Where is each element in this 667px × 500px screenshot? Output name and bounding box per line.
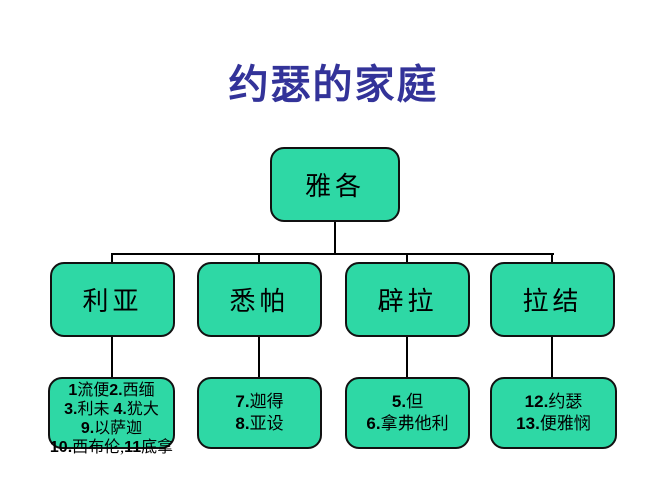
node-jacob-label: 雅各	[304, 172, 365, 201]
node-bilhah-label: 辟拉	[377, 287, 438, 316]
children-line: 8.亚设	[235, 414, 284, 433]
node-bilhah: 辟拉	[345, 262, 470, 337]
children-line: 3.利未 4.犹大	[64, 401, 159, 418]
connector-root-vertical	[334, 222, 336, 254]
connector-rachel-children	[551, 337, 553, 377]
node-zilpah-children: 7.迦得 8.亚设	[197, 377, 322, 449]
node-rachel-label: 拉结	[522, 287, 583, 316]
connector-stub-bilhah	[406, 253, 408, 263]
node-zilpah: 悉帕	[197, 262, 322, 337]
connector-stub-rachel	[551, 253, 553, 263]
children-line: 13.便雅悯	[516, 414, 591, 433]
connector-zilpah-children	[258, 337, 260, 377]
node-zilpah-label: 悉帕	[229, 287, 290, 316]
children-line: 10.西布伦,11底拿	[49, 439, 174, 456]
connector-horizontal-bar	[111, 253, 554, 255]
children-line: 5.但	[391, 392, 424, 411]
children-line: 1流便2.西缅	[68, 382, 155, 399]
connector-bilhah-children	[406, 337, 408, 377]
children-line: 6.拿弗他利	[366, 414, 449, 433]
children-line: 9.以萨迦	[80, 420, 143, 437]
connector-stub-zilpah	[258, 253, 260, 263]
children-line: 12.约瑟	[524, 392, 583, 411]
node-jacob: 雅各	[270, 147, 400, 222]
node-rachel-children: 12.约瑟 13.便雅悯	[490, 377, 617, 449]
node-rachel: 拉结	[490, 262, 615, 337]
node-bilhah-children: 5.但 6.拿弗他利	[345, 377, 470, 449]
node-leah: 利亚	[50, 262, 175, 337]
node-leah-label: 利亚	[82, 287, 143, 316]
connector-leah-children	[111, 337, 113, 377]
connector-stub-leah	[111, 253, 113, 263]
page-title: 约瑟的家庭	[228, 63, 439, 107]
node-leah-children: 1流便2.西缅 3.利未 4.犹大 9.以萨迦 10.西布伦,11底拿	[48, 377, 175, 456]
children-line: 7.迦得	[235, 392, 284, 411]
